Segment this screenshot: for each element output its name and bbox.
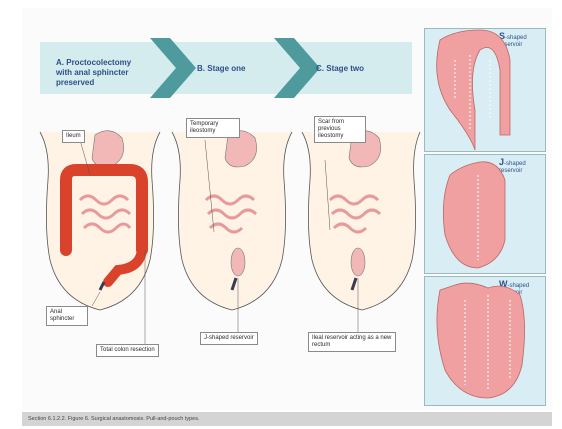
figure-c-body — [302, 131, 420, 310]
step-a-text: Proctocolectomy with anal sphincter pres… — [56, 58, 131, 87]
panel-w-letter: W — [499, 279, 508, 289]
label-ileum: Ileum — [62, 130, 85, 143]
figure-caption: Section 6.1.2.2. Figure 6. Surgical anas… — [22, 412, 552, 426]
panel-w-label: W-shaped reservoir — [499, 281, 539, 297]
step-a-title: A. Proctocolectomy with anal sphincter p… — [56, 58, 146, 88]
label-ileal-reservoir: Ileal reservoir acting as a new rectum — [308, 332, 396, 352]
panel-w-reservoir: W-shaped reservoir — [424, 276, 546, 406]
label-total-colon-resection: Total colon resection — [96, 344, 159, 357]
panel-s-reservoir: S-shaped reservoir — [424, 28, 546, 152]
step-c-title: C. Stage two — [316, 64, 386, 74]
label-temporary-ileostomy: Temporary ileostomy — [186, 118, 240, 138]
step-b-letter: B. — [197, 64, 205, 73]
step-b-text: Stage one — [207, 64, 245, 73]
label-anal-sphincter: Anal sphincter — [46, 306, 88, 326]
step-a-letter: A. — [56, 58, 64, 67]
panel-j-label: J-shaped reservoir — [499, 159, 539, 175]
step-c-letter: C. — [316, 64, 324, 73]
step-c-text: Stage two — [326, 64, 364, 73]
figure-a-body — [40, 131, 160, 310]
figure-b-body — [172, 131, 292, 310]
step-b-title: B. Stage one — [197, 64, 267, 74]
label-j-shaped-reservoir: J-shaped reservoir — [200, 332, 258, 345]
panel-j-reservoir: J-shaped reservoir — [424, 154, 546, 274]
panel-s-label: S-shaped reservoir — [499, 33, 539, 49]
label-scar: Scar from previous ileostomy — [314, 116, 366, 143]
